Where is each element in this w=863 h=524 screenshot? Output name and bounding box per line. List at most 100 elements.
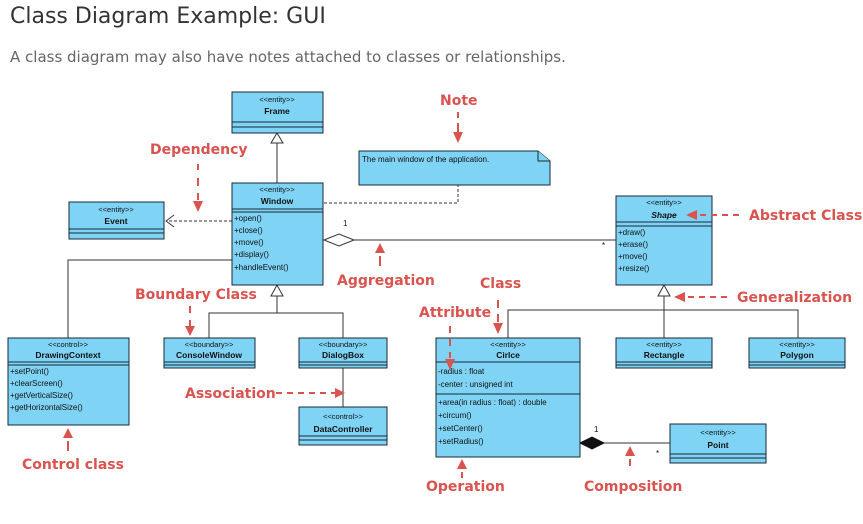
annotation-arrowhead	[453, 132, 463, 143]
class-name: ConsoleWindow	[176, 350, 242, 360]
annotation-arrowhead	[335, 388, 345, 398]
class-stereotype: <<entity>>	[98, 205, 134, 214]
class-name: DialogBox	[322, 350, 364, 360]
page-subtitle: A class diagram may also have notes atta…	[10, 48, 566, 66]
operation: +getHorizontalSize()	[10, 403, 83, 412]
annotation-generalization: Generalization	[737, 290, 852, 306]
class-name: DrawingContext	[35, 350, 100, 360]
operation: +clearScreen()	[10, 379, 63, 388]
generalization-arrowhead	[270, 132, 284, 144]
generalization-boundary-tree	[208, 312, 344, 338]
multiplicity-point: *	[656, 449, 659, 458]
aggregation-diamond	[322, 233, 356, 247]
class-stereotype: <<entity>>	[646, 340, 682, 349]
operation: +setPoint()	[10, 367, 49, 376]
class-stereotype: <<control>>	[48, 340, 89, 349]
class-stereotype: <<entity>>	[259, 95, 295, 104]
association-window-drawingcontext	[67, 259, 232, 338]
class-name: Shape	[651, 210, 677, 220]
class-name: Point	[707, 440, 728, 450]
composition-diamond	[578, 436, 606, 450]
operation: +display()	[234, 250, 269, 259]
annotation-class: Class	[480, 276, 521, 292]
annotation-operation: Operation	[426, 479, 505, 495]
annotation-arrowhead	[63, 428, 73, 438]
class-polygon: <<entity>> Polygon	[748, 337, 846, 369]
generalization-shape-tree	[507, 309, 799, 338]
class-stereotype: <<entity>>	[700, 428, 736, 437]
operation: +area(in radius : float) : double	[438, 398, 547, 407]
attribute: -center : unsigned int	[438, 380, 513, 389]
class-stereotype: <<boundary>>	[185, 340, 234, 349]
operation: +resize()	[618, 264, 650, 273]
annotation-composition: Composition	[584, 479, 682, 495]
class-circle: <<entity>> Cirlce -radius : float -cente…	[435, 337, 581, 458]
generalization-shape-arrowhead	[657, 283, 671, 297]
class-name: Frame	[264, 106, 290, 116]
class-consolewindow: <<boundary>> ConsoleWindow	[163, 337, 256, 369]
multiplicity-shape: *	[602, 241, 605, 250]
class-stereotype: <<boundary>>	[319, 340, 368, 349]
annotation-arrowhead	[625, 446, 635, 456]
operation: +move()	[234, 238, 264, 247]
class-shape: <<entity>> Shape +draw() +erase() +move(…	[615, 195, 713, 286]
dependency-arrowhead	[165, 214, 175, 228]
class-dialogbox: <<boundary>> DialogBox	[298, 337, 388, 369]
class-name: Event	[104, 216, 127, 226]
class-point: <<entity>> Point	[669, 423, 767, 464]
class-rectangle: <<entity>> Rectangle	[615, 337, 713, 369]
annotation-arrowhead	[375, 243, 385, 253]
multiplicity-circle: 1	[594, 425, 599, 434]
annotation-arrowhead	[686, 210, 697, 220]
annotations: Note Dependency Aggregation Abstract Cla…	[22, 93, 862, 495]
annotation-control-class: Control class	[22, 457, 124, 473]
class-name: Window	[261, 196, 294, 206]
annotation-arrowhead	[193, 201, 203, 212]
class-event: <<entity>> Event	[68, 201, 165, 240]
operation: +setRadius()	[438, 437, 484, 446]
operation: +erase()	[618, 240, 648, 249]
class-drawingcontext: <<control>> DrawingContext +setPoint() +…	[7, 337, 130, 426]
operation: +draw()	[618, 228, 646, 237]
annotation-association: Association	[185, 386, 276, 402]
class-stereotype: <<entity>>	[646, 198, 682, 207]
annotation-dependency: Dependency	[150, 142, 248, 158]
page-title: Class Diagram Example: GUI	[10, 4, 326, 29]
class-window: <<entity>> Window +open() +close() +move…	[231, 182, 324, 286]
annotation-arrowhead	[445, 359, 455, 370]
annotation-arrowhead	[493, 323, 503, 334]
operation: +close()	[234, 226, 263, 235]
class-name: Polygon	[780, 350, 814, 360]
relationships: 1 * 1 *	[67, 132, 799, 458]
annotation-boundary-class: Boundary Class	[135, 287, 257, 303]
annotation-aggregation: Aggregation	[337, 273, 435, 289]
annotation-arrowhead	[457, 459, 467, 469]
annotation-arrowhead	[185, 326, 195, 336]
operation: +getVerticalSize()	[10, 391, 73, 400]
class-datacontroller: <<control>> DataController	[298, 406, 388, 446]
operation: +open()	[234, 214, 262, 223]
operation: +circum()	[438, 411, 472, 420]
note: The main window of the application.	[358, 150, 551, 186]
class-name: Rectangle	[644, 350, 685, 360]
operation: +setCenter()	[438, 424, 483, 433]
class-name: DataController	[313, 424, 373, 434]
class-name: Cirlce	[496, 350, 520, 360]
class-stereotype: <<entity>>	[259, 185, 295, 194]
annotation-note: Note	[440, 93, 478, 109]
note-anchor-line	[324, 185, 459, 204]
class-stereotype: <<entity>>	[490, 340, 526, 349]
annotation-abstract-class: Abstract Class	[749, 208, 862, 224]
class-stereotype: <<control>>	[323, 412, 364, 421]
note-text: The main window of the application.	[362, 155, 489, 164]
attribute: -radius : float	[438, 367, 485, 376]
operation: +move()	[618, 252, 648, 261]
generalization-boundary-arrowhead	[270, 283, 284, 297]
annotation-arrowhead	[674, 292, 685, 302]
class-frame: <<entity>> Frame	[231, 91, 324, 134]
multiplicity-window: 1	[343, 219, 348, 228]
class-stereotype: <<entity>>	[779, 340, 815, 349]
annotation-attribute: Attribute	[419, 305, 491, 321]
operation: +handleEvent()	[234, 263, 289, 272]
